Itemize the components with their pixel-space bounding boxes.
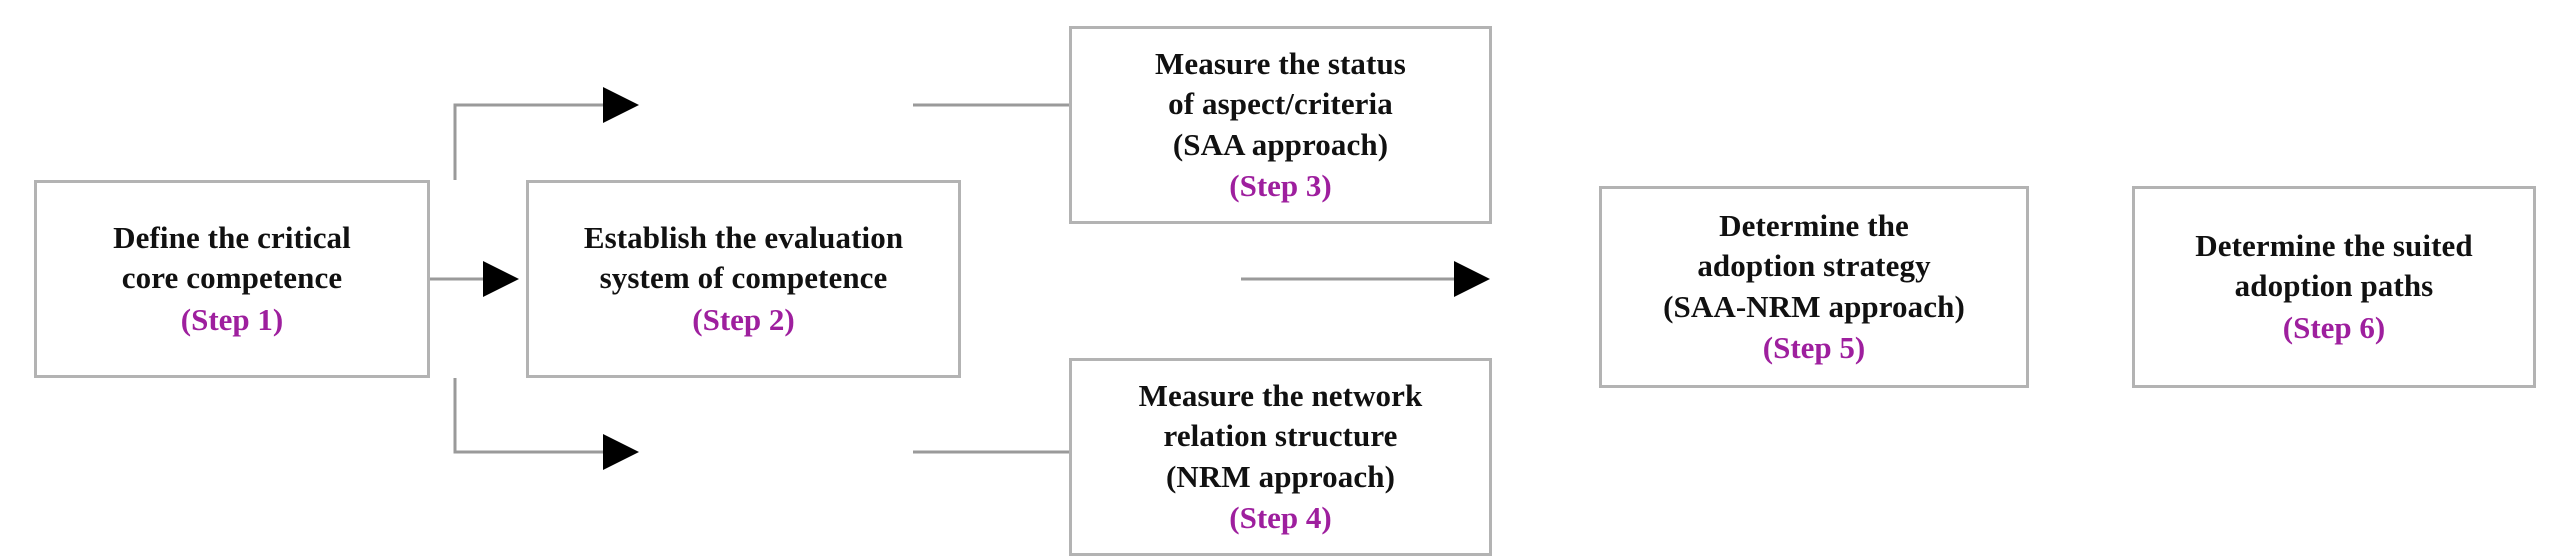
node-step3-line-1: of aspect/criteria	[1168, 86, 1393, 122]
node-step4-line-1: relation structure	[1163, 418, 1398, 454]
node-step6-line-1: adoption paths	[2234, 268, 2434, 304]
node-step2-line-0: Establish the evaluation	[583, 220, 904, 256]
node-step3-step-label: (Step 3)	[1229, 167, 1332, 203]
node-step4[interactable]: Measure the network relation structure (…	[1069, 358, 1492, 556]
node-step2[interactable]: Establish the evaluation system of compe…	[526, 180, 961, 378]
node-step5-line-2: (SAA-NRM approach)	[1663, 288, 1965, 324]
node-step5-step-label: (Step 5)	[1762, 329, 1866, 365]
node-step4-step-label: (Step 4)	[1229, 499, 1332, 535]
node-step1-line-1: core competence	[121, 260, 343, 296]
node-step3[interactable]: Measure the status of aspect/criteria (S…	[1069, 26, 1492, 224]
node-step1-line-0: Define the critical	[113, 220, 351, 256]
edge-step2-to-step3	[453, 87, 639, 180]
node-step5-line-0: Determine the	[1719, 207, 1909, 243]
node-step2-line-1: system of competence	[599, 260, 888, 296]
node-step6[interactable]: Determine the suited adoption paths (Ste…	[2132, 186, 2536, 388]
node-step1-step-label: (Step 1)	[180, 301, 284, 337]
edge-step2-to-step4	[453, 378, 639, 470]
node-step5[interactable]: Determine the adoption strategy (SAA-NRM…	[1599, 186, 2029, 388]
node-step6-step-label: (Step 6)	[2282, 309, 2386, 345]
node-step4-line-0: Measure the network	[1138, 377, 1423, 413]
node-step2-step-label: (Step 2)	[692, 301, 795, 337]
node-step6-line-0: Determine the suited	[2195, 228, 2473, 264]
node-step5-line-1: adoption strategy	[1697, 248, 1931, 284]
node-step4-line-2: (NRM approach)	[1165, 458, 1395, 494]
node-step1[interactable]: Define the critical core competence (Ste…	[34, 180, 430, 378]
node-step3-line-0: Measure the status	[1155, 45, 1406, 81]
node-step3-line-2: (SAA approach)	[1172, 126, 1389, 162]
